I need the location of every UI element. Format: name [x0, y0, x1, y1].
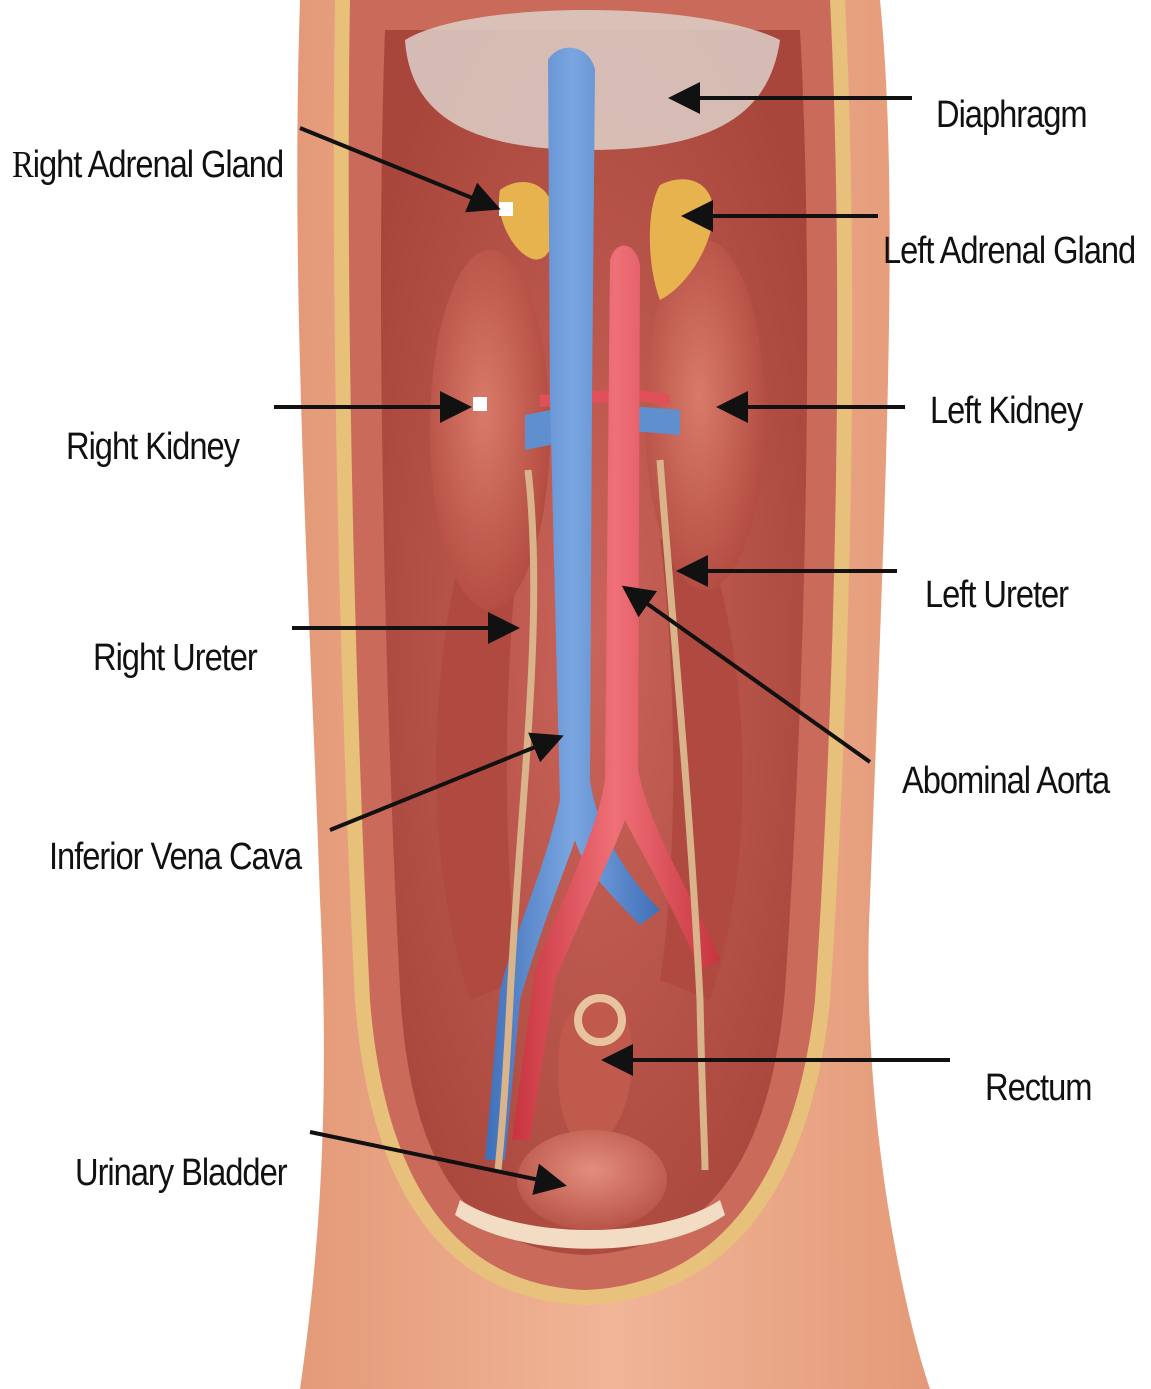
label-left-ureter: Left Ureter [925, 576, 1068, 614]
label-rectum: Rectum [985, 1069, 1091, 1107]
label-abdominal-aorta: Abominal Aorta [902, 762, 1109, 800]
marker-right-adrenal [499, 202, 513, 216]
label-left-adrenal-gland: Left Adrenal Gland [883, 232, 1135, 270]
label-left-kidney: Left Kidney [930, 392, 1082, 430]
label-inferior-vena-cava: Inferior Vena Cava [49, 838, 301, 876]
label-right-kidney: Right Kidney [66, 428, 239, 466]
label-right-ureter: Right Ureter [93, 639, 257, 677]
label-urinary-bladder: Urinary Bladder [75, 1154, 287, 1192]
label-right-adrenal-gland: Right Adrenal Gland [12, 146, 283, 184]
label-diaphragm: Diaphragm [936, 96, 1087, 134]
marker-right-kidney [473, 397, 487, 411]
